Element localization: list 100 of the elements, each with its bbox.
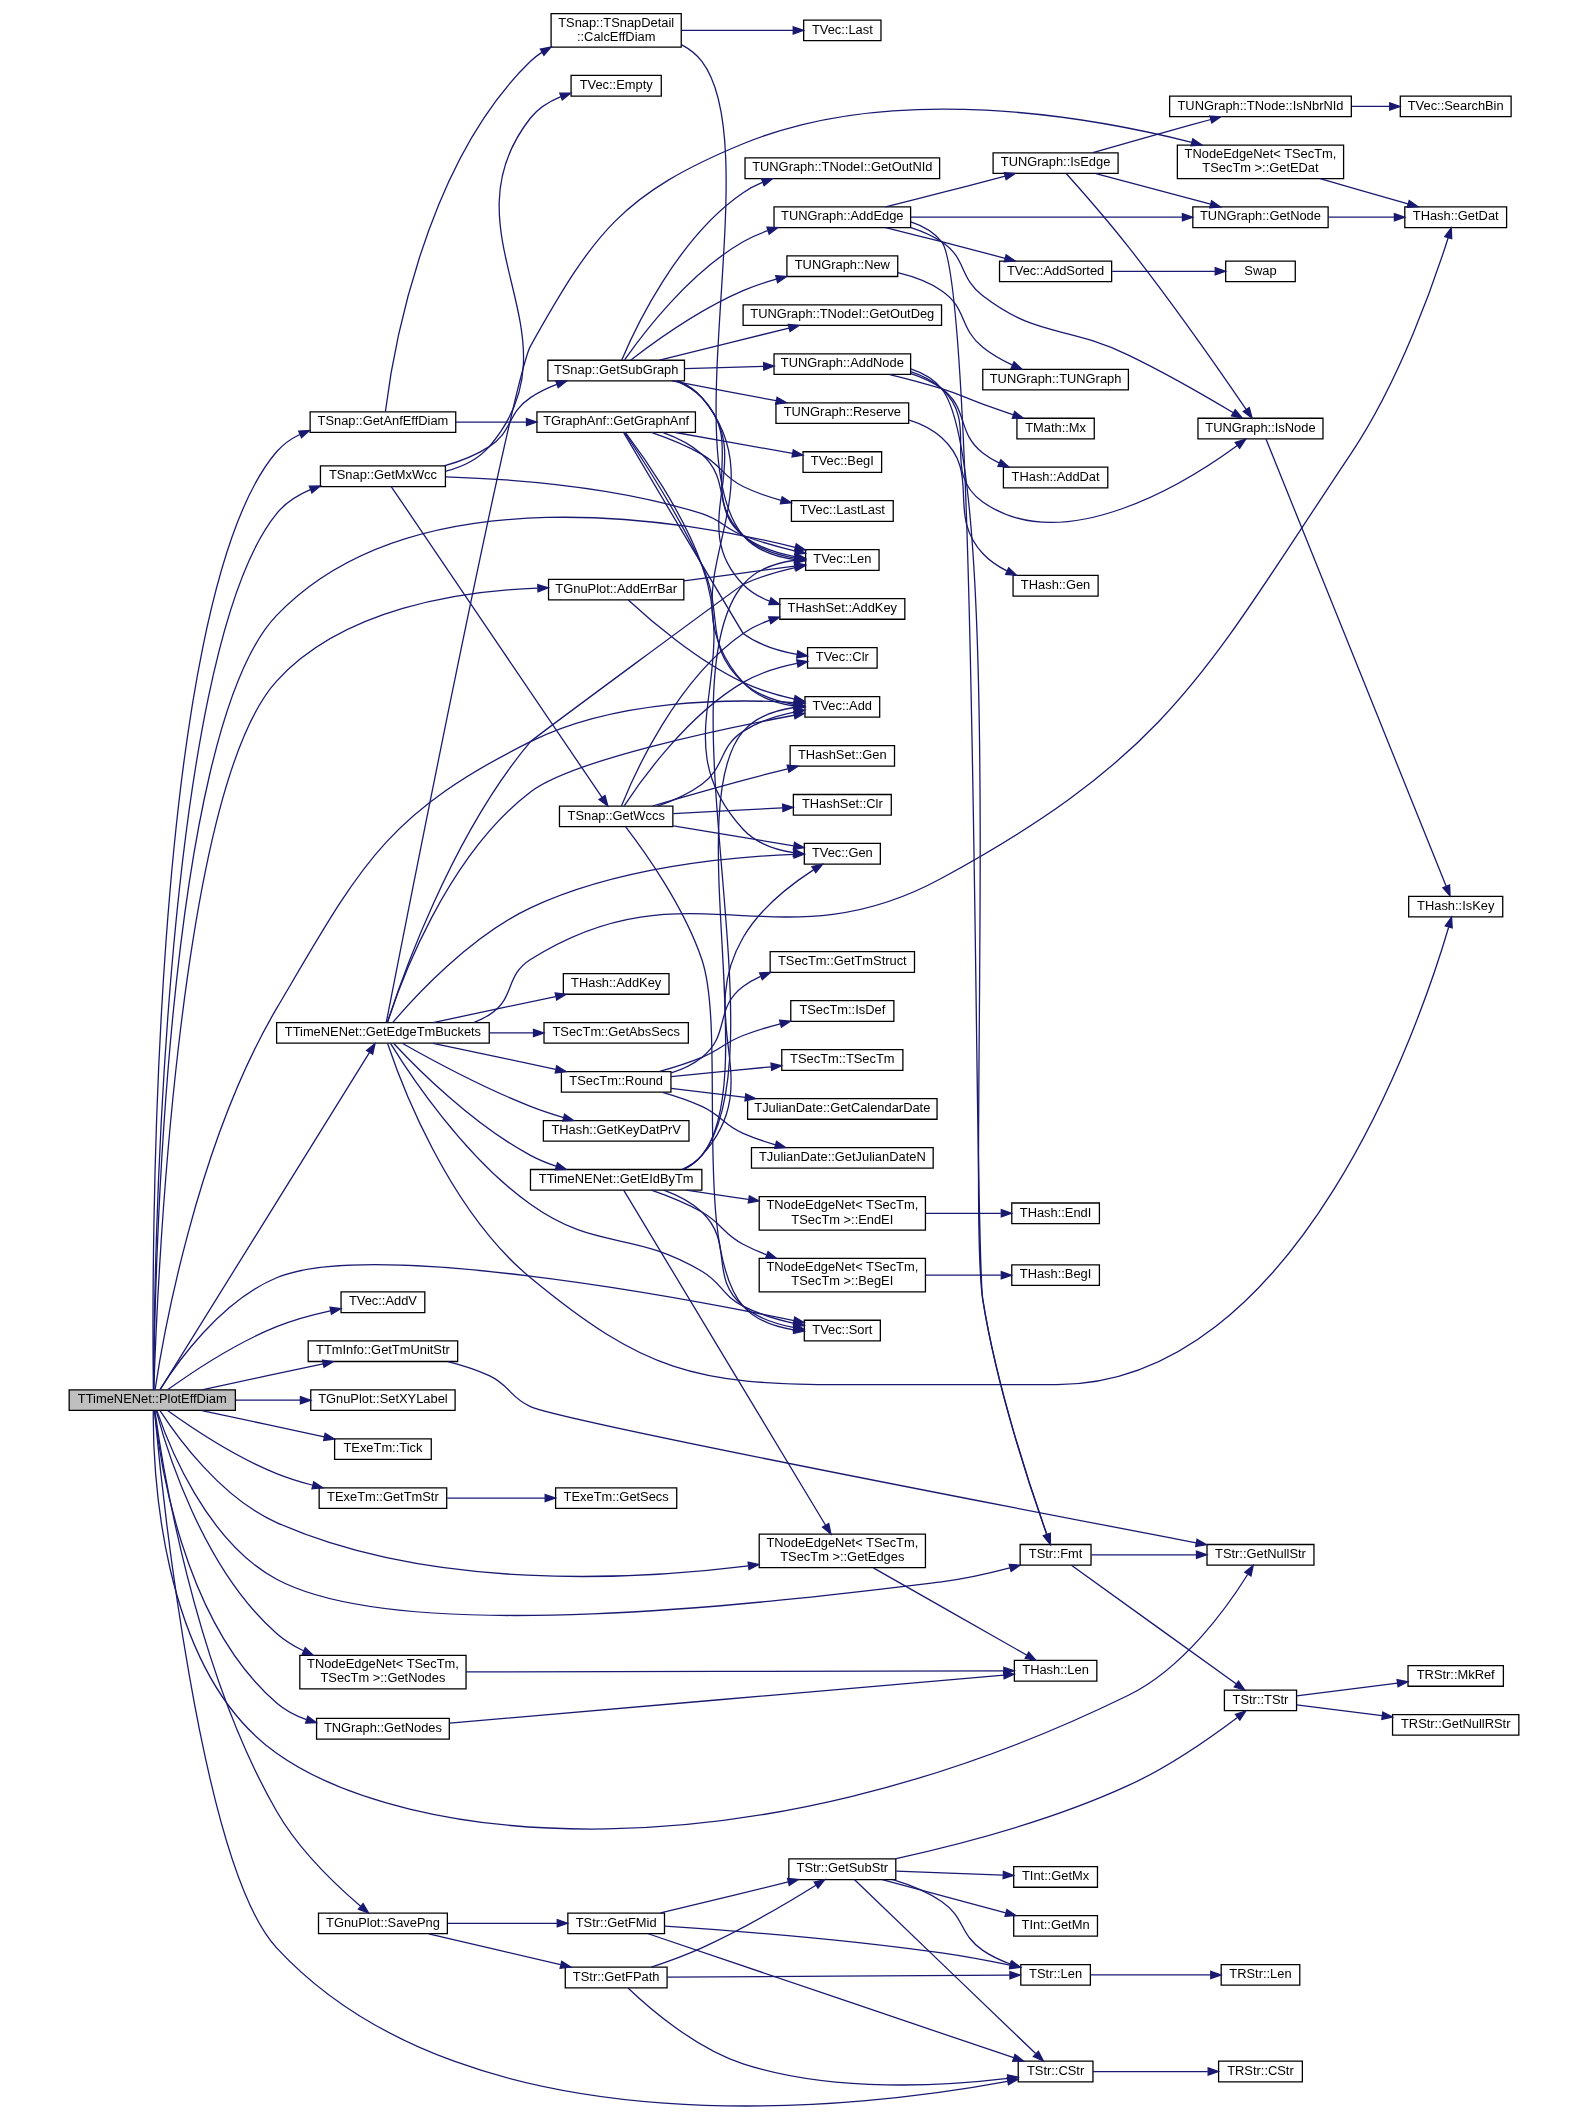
node-box: THashSet::Clr	[792, 793, 892, 816]
node-box: TUNGraph::New	[785, 255, 898, 278]
node-box: TRStr::CStr	[1217, 2060, 1303, 2083]
node-box: TInt::GetMn	[1012, 1914, 1098, 1937]
node-box: TUNGraph::GetNode	[1191, 206, 1329, 229]
node-box: TExeTm::GetTmStr	[318, 1487, 447, 1510]
arrow	[1065, 173, 1253, 420]
node-box: TExeTm::Tick	[333, 1438, 432, 1461]
arrow	[659, 1877, 800, 1914]
node-box: TExeTm::GetSecs	[554, 1487, 677, 1510]
arrow	[651, 764, 800, 807]
arrow	[472, 225, 1452, 1024]
arrow	[896, 272, 1024, 370]
arrow	[446, 1360, 1208, 1548]
node-box: THash::Gen	[1011, 574, 1099, 597]
arrow	[384, 46, 553, 413]
arrow	[385, 108, 1204, 1023]
node-box: TUNGraph::TUNGraph	[981, 368, 1129, 391]
arrow	[669, 1062, 784, 1078]
node-box: TUNGraph::Reserve	[774, 402, 909, 425]
node-box: TVec::SearchBin	[1399, 95, 1512, 118]
node-box: THashSet::Gen	[789, 744, 895, 767]
arrow	[1089, 1970, 1223, 1980]
node-box: Swap	[1224, 260, 1296, 283]
arrow	[386, 915, 1453, 1386]
node-box: TVec::Empty	[569, 74, 662, 97]
node-box: TSnap::GetWccs	[558, 805, 673, 828]
node-box: TVec::Add	[803, 695, 880, 718]
arrow	[895, 1870, 1016, 1880]
arrow	[629, 274, 789, 361]
arrow	[888, 373, 1025, 419]
node-box: TUNGraph::TNodeI::GetOutDeg	[741, 304, 942, 327]
node-box: TUNGraph::IsEdge	[991, 152, 1119, 175]
arrow	[650, 431, 793, 505]
node-box: TVec::Gen	[803, 842, 881, 865]
arrow	[909, 212, 1195, 222]
node-box: TSecTm::TSecTm	[780, 1049, 904, 1071]
node-box: TStr::CStr	[1017, 2060, 1094, 2083]
arrow	[666, 1970, 1022, 1980]
arrow	[158, 1409, 761, 1578]
node-box: TVec::BegI	[801, 451, 882, 473]
node-box: THash::IsKey	[1407, 895, 1503, 918]
node-box: TSecTm::IsDef	[789, 1000, 894, 1022]
node-box: THash::AddDat	[1002, 466, 1108, 489]
node-box: THash::BegI	[1010, 1264, 1100, 1287]
arrow	[661, 1091, 787, 1149]
node-box: TNGraph::GetNodes	[315, 1717, 450, 1740]
arrow	[446, 1918, 569, 1928]
arrow	[680, 25, 805, 35]
node-box: TUNGraph::IsNode	[1196, 417, 1324, 440]
arrow	[683, 361, 776, 371]
node-box: TVec::Last	[802, 19, 882, 42]
node-box: TInt::GetMx	[1012, 1866, 1098, 1888]
node-box: THash::AddKey	[562, 973, 670, 995]
node-box: TStr::GetNullStr	[1205, 1543, 1315, 1566]
arrow	[153, 1410, 318, 1724]
arrow	[464, 1666, 1016, 1676]
arrow	[488, 1028, 546, 1038]
node-box: TTimeNENet::GetEdgeTmBuckets	[275, 1021, 490, 1044]
node-box: TUNGraph::TNodeI::GetOutNId	[743, 157, 940, 180]
arrow	[1111, 266, 1227, 276]
node-box: TVec::Len	[804, 549, 880, 571]
arrow	[155, 1410, 315, 1656]
arrow	[390, 486, 609, 808]
node-box: TGnuPlot::SavePng	[317, 1912, 448, 1935]
arrow	[674, 431, 805, 458]
arrow	[909, 227, 1244, 420]
node-box: THashSet::AddKey	[778, 598, 905, 620]
arrow	[627, 599, 806, 704]
node-box: TStr::GetSubStr	[787, 1858, 896, 1881]
arrow	[924, 1270, 1014, 1280]
arrow	[658, 1019, 792, 1073]
arrow	[1091, 2067, 1220, 2077]
arrow	[909, 373, 1011, 468]
arrow	[153, 1410, 370, 1915]
arrow	[392, 1042, 568, 1171]
node-box: TNodeEdgeNet< TSecTm, TSecTm >::GetEDat	[1176, 144, 1344, 180]
node-box: TNodeEdgeNet< TSecTm, TSecTm >::GetNodes	[298, 1654, 467, 1690]
arrow	[166, 1306, 343, 1391]
arrow	[650, 1189, 778, 1260]
node-box: TMath::Mx	[1015, 417, 1095, 440]
arrow	[1091, 115, 1223, 154]
node-box: TStr::TStr	[1223, 1689, 1297, 1712]
node-box: TSecTm::Round	[560, 1070, 672, 1093]
arrow	[872, 1567, 1038, 1662]
node-box: TNodeEdgeNet< TSecTm, TSecTm >::BegEI	[758, 1257, 926, 1293]
node-box: TGnuPlot::AddErrBar	[547, 578, 684, 601]
node-box: TStr::Fmt	[1019, 1543, 1092, 1566]
arrow	[200, 1409, 336, 1442]
node-box: TSecTm::GetAbsSecs	[542, 1021, 689, 1044]
node-box: TGraphAnf::GetGraphAnf	[535, 411, 696, 434]
node-box: TVec::Sort	[803, 1319, 881, 1342]
arrow	[893, 1709, 1247, 1860]
arrow	[884, 171, 1017, 208]
arrow	[909, 370, 1247, 523]
arrow	[685, 1189, 761, 1204]
arrow	[681, 863, 824, 1170]
node-box: TUNGraph::TNode::IsNbrNId	[1168, 95, 1352, 118]
arrow	[1090, 1550, 1209, 1560]
arrow	[623, 226, 780, 361]
